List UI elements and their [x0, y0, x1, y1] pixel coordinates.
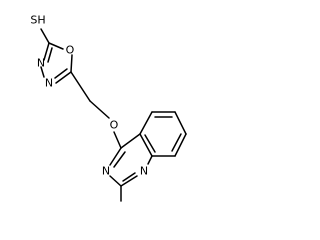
bond-c2q-n1-double [122, 172, 136, 182]
bond-c4a-c8a-double [144, 134, 156, 153]
atom-ring-nitrogen-4: N [45, 77, 53, 90]
bonds [40, 28, 187, 202]
bond-o-c4 [113, 131, 122, 149]
atom-ring-nitrogen-3: N [37, 57, 45, 70]
bond-o1-c5 [70, 54, 73, 73]
bond-c7-c8-double [171, 133, 182, 152]
bond-ch2-o [89, 100, 110, 119]
bond-c4-n3-double [113, 151, 126, 168]
bond-c2-o1 [48, 42, 64, 50]
bond-c5-ch2 [70, 71, 91, 102]
atom-quinazoline-nitrogen-1: N [140, 165, 148, 178]
bond-c2q-n1 [120, 175, 138, 187]
bond-c8a-c4a [139, 133, 153, 157]
atom-ether-oxygen: O [110, 119, 119, 132]
bond-n3-c2-double [47, 47, 53, 63]
bond-n4-n3 [40, 66, 45, 78]
bond-n3-c2q [109, 175, 122, 187]
bond-c4-n3 [109, 147, 122, 166]
atom-thiol-sh: SH [30, 14, 45, 27]
bond-c4a-c5 [139, 111, 153, 135]
atom-quinazoline-nitrogen-3: N [102, 165, 110, 178]
atom-labels: SH O N N O N N [30, 14, 148, 178]
bond-c-sh [40, 28, 50, 44]
bond-c5-n4 [55, 71, 72, 84]
bond-n3-c2 [43, 42, 50, 61]
atom-ring-oxygen: O [66, 44, 75, 57]
bond-c6-c7 [174, 111, 187, 135]
bond-c7-c8 [174, 133, 187, 157]
molecule-structure: SH O N N O N N [30, 14, 187, 202]
bond-c4-c4a [120, 133, 141, 149]
bond-c5-n4-double [54, 68, 68, 79]
bond-n1-c8a [147, 155, 153, 165]
